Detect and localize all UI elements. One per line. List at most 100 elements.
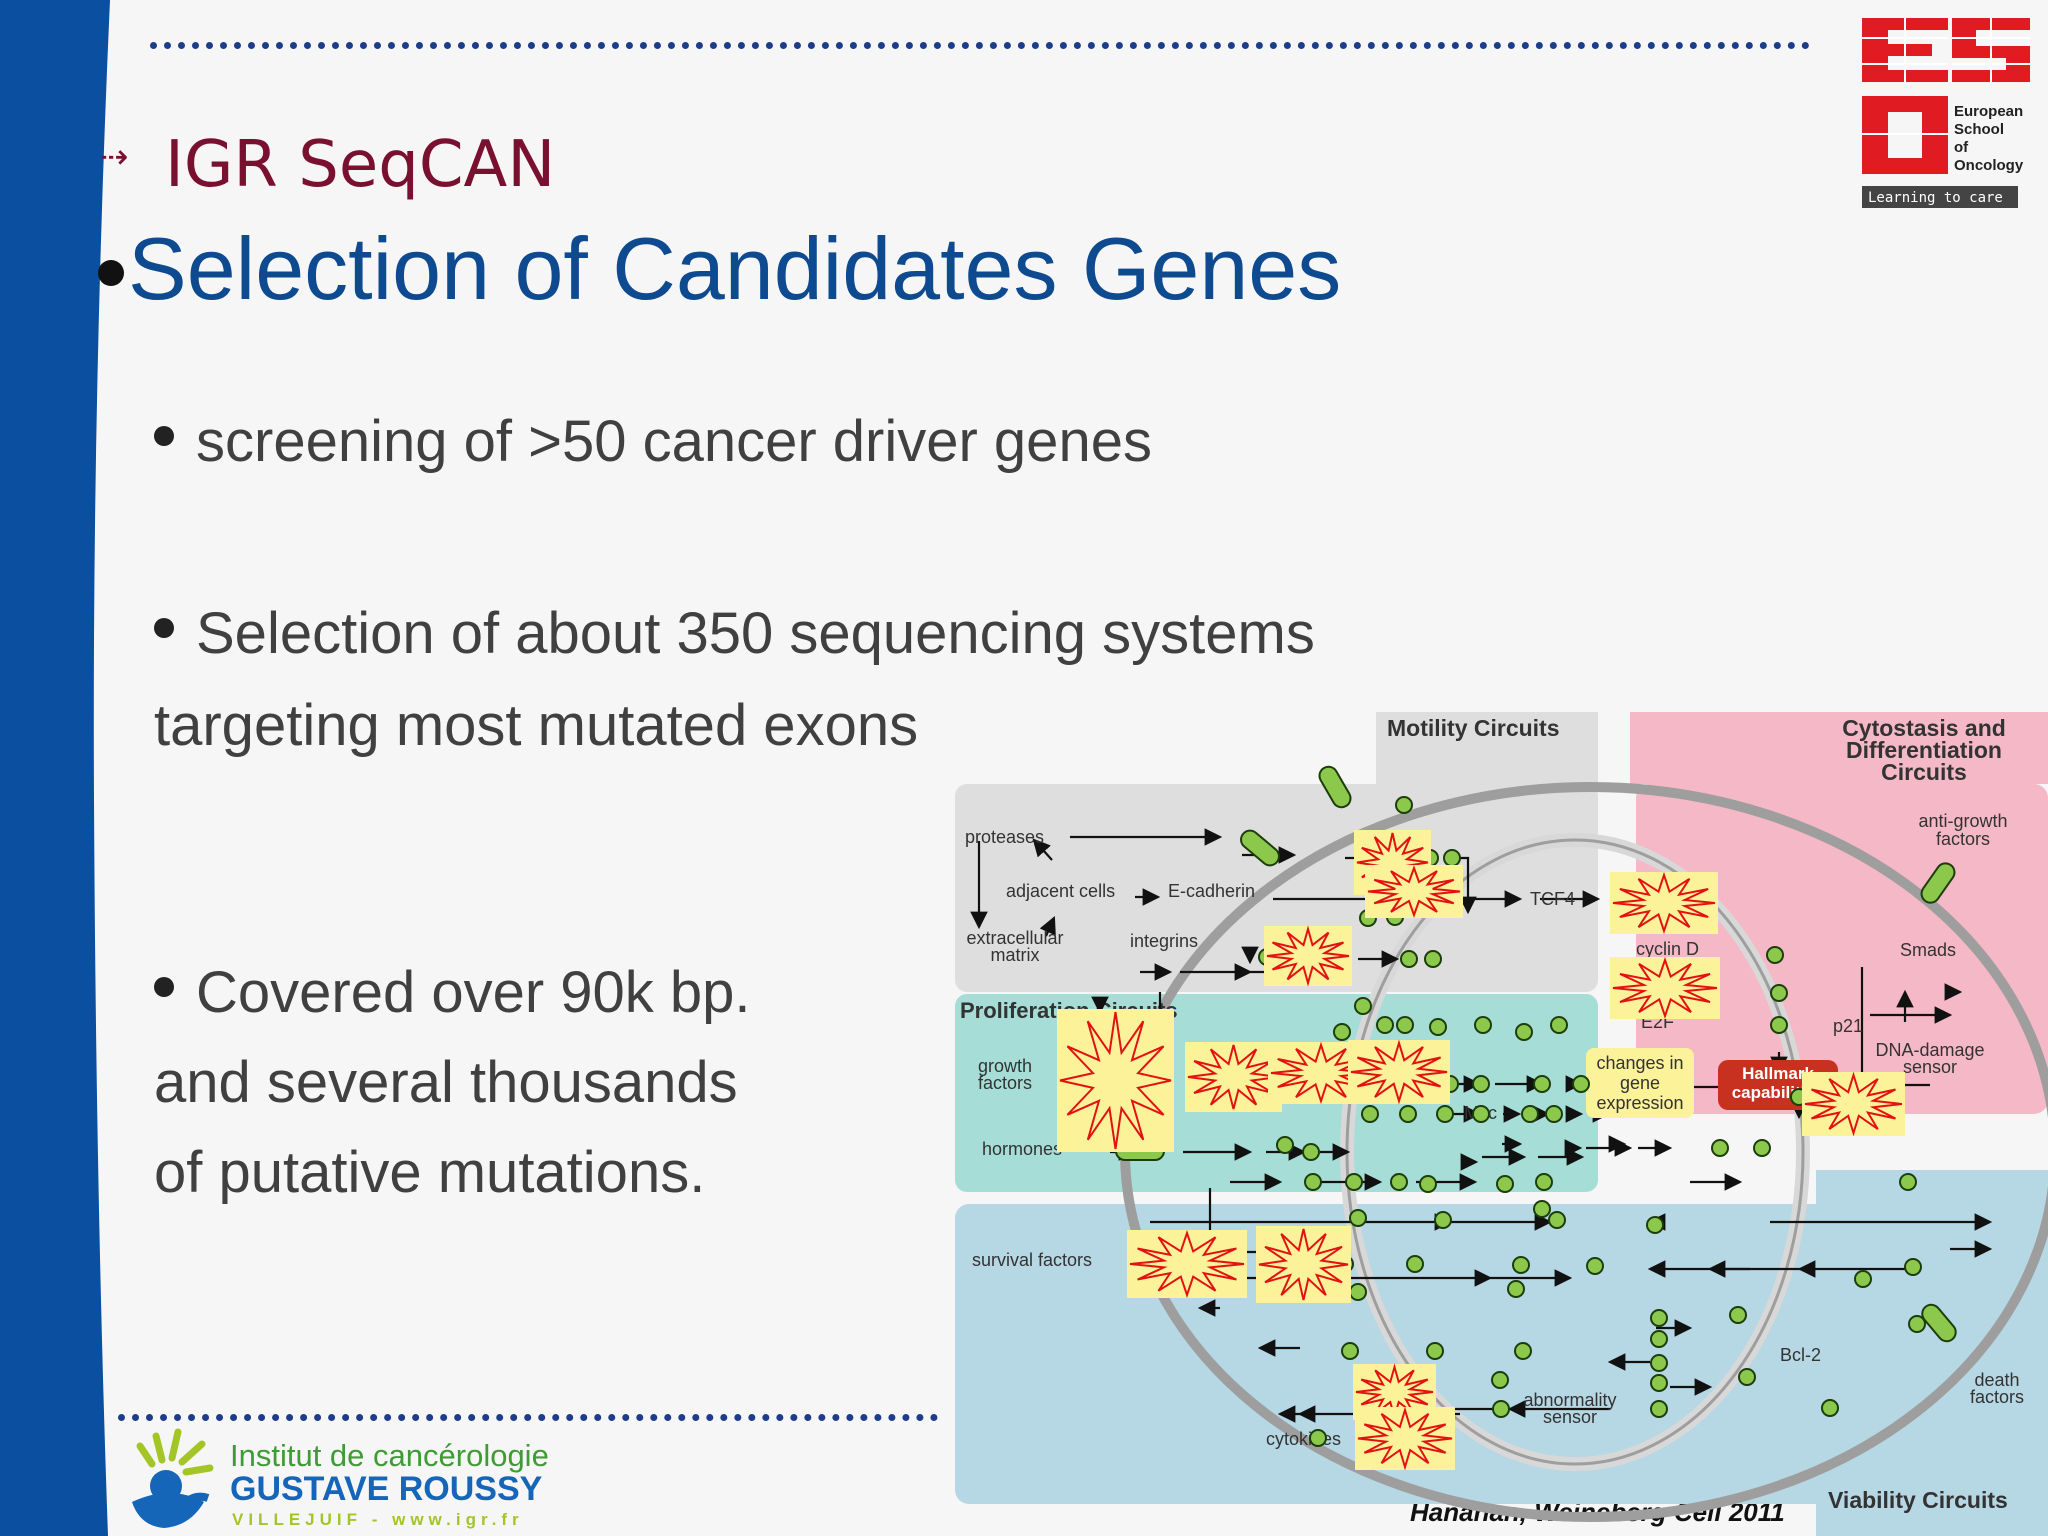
signal-node [1535, 1173, 1553, 1191]
signal-node [1899, 1173, 1917, 1191]
label-death-factors-box: death factors [1969, 1372, 2025, 1407]
signal-node [1738, 1368, 1756, 1386]
bullet-icon [154, 976, 174, 997]
cytostasis-header-box [1630, 712, 2048, 784]
mutation-highlight [1264, 926, 1352, 986]
label-hormones: hormones [982, 1139, 1062, 1159]
subtitle-row: ⇢ IGR SeqCAN [100, 128, 555, 202]
mutation-burst-icon [1270, 1041, 1372, 1105]
label-e-cadherin: E-cadherin [1168, 881, 1255, 901]
mutation-burst-icon [1258, 1228, 1349, 1301]
eso-text-4: Oncology [1954, 157, 2024, 174]
gene-expression-label-box: changes in gene expression [1596, 1053, 1684, 1113]
signal-node [1400, 950, 1418, 968]
signal-node [1309, 1429, 1327, 1447]
mutation-burst-icon [1129, 1229, 1245, 1299]
signal-node [1426, 1342, 1444, 1360]
label-cyclin-d: cyclin D [1636, 939, 1699, 959]
signal-node [1533, 1075, 1551, 1093]
bullet-3-line-1: Covered over 90k bp. [196, 960, 751, 1025]
signal-node [1491, 1371, 1509, 1389]
label-smads: Smads [1900, 940, 1956, 960]
signal-node [1533, 1200, 1551, 1218]
signal-node [1514, 1342, 1532, 1360]
label-death-factors: death factors [1969, 1372, 2025, 1407]
anti-growth-receptor-icon [1920, 862, 1956, 904]
label-survival-factors: survival factors [972, 1250, 1092, 1270]
signal-node [1711, 1139, 1729, 1157]
label-growth-factors-box: growth factors [978, 1058, 1033, 1093]
label-p21: p21 [1833, 1016, 1863, 1036]
signal-node [1650, 1400, 1668, 1418]
signal-nodes [1258, 796, 1926, 1447]
mutation-burst-icon [1059, 1011, 1172, 1150]
signal-node [1512, 1256, 1530, 1274]
label-abnormality-sensor: abnormality sensor [1523, 1392, 1617, 1427]
signal-node [1908, 1315, 1926, 1333]
bullet-1: screening of >50 cancer driver genes [154, 408, 1152, 475]
bullet-icon [154, 425, 174, 446]
diagram-labels: proteases adjacent cells E-cadherin extr… [965, 812, 2025, 1449]
mutation-bursts [1057, 830, 1905, 1471]
label-dna-damage-box: DNA-damage sensor [1875, 1042, 1985, 1077]
label-abnormality-box: abnormality sensor [1523, 1392, 1617, 1427]
motility-header-box [1376, 712, 1598, 784]
label-anti-growth-factors: anti-growth factors [1918, 812, 2008, 849]
mutation-highlight [1365, 865, 1463, 918]
signal-node [1729, 1306, 1747, 1324]
signal-node [1436, 1105, 1454, 1123]
signal-node [1496, 1175, 1514, 1193]
mutation-highlight [1348, 1040, 1450, 1104]
signal-node [1650, 1374, 1668, 1392]
signal-node [1650, 1309, 1668, 1327]
slide-subtitle: IGR SeqCAN [164, 128, 556, 202]
signal-node [1548, 1211, 1566, 1229]
circuit-diagram: Motility Circuits Proliferation Circuits… [955, 712, 2048, 1536]
mutation-burst-icon [1612, 871, 1716, 935]
mutation-burst-icon [1266, 925, 1350, 987]
eso-tagline: Learning to care [1868, 190, 2003, 206]
label-changes-in-gene-expression: changes in gene expression [1596, 1053, 1684, 1113]
signal-node [1515, 1023, 1533, 1041]
signal-node [1650, 1330, 1668, 1348]
eso-text-3: of [1954, 139, 1969, 156]
signal-node [1302, 1143, 1320, 1161]
label-tcf4: TCF4 [1530, 889, 1575, 909]
signal-node [1361, 1105, 1379, 1123]
slide-title: Selection of Candidates Genes [128, 219, 1342, 318]
signal-node [1349, 1209, 1367, 1227]
viability-footer-box [1816, 1170, 2048, 1536]
mutation-highlight [1802, 1072, 1905, 1136]
motility-title: Motility Circuits [1387, 715, 1560, 741]
signal-node [1550, 1016, 1568, 1034]
signal-node [1304, 1173, 1322, 1191]
signal-node [1472, 1075, 1490, 1093]
gene-expression-box [1586, 1048, 1694, 1118]
label-dna-damage-sensor: DNA-damage sensor [1875, 1042, 1985, 1077]
signal-node [1424, 950, 1442, 968]
bullet-1-line-1: screening of >50 cancer driver genes [196, 409, 1152, 474]
bullet-2-line-1: Selection of about 350 sequencing system… [196, 601, 1315, 666]
label-proteases: proteases [965, 827, 1044, 847]
signal-node [1354, 997, 1372, 1015]
igr-text-2: GUSTAVE ROUSSY [230, 1470, 543, 1508]
motility-receptor-icon [1318, 765, 1352, 809]
signal-node [1646, 1216, 1664, 1234]
signal-node [1472, 1105, 1490, 1123]
signal-node [1854, 1270, 1872, 1288]
mutation-burst-icon [1367, 865, 1461, 918]
death-receptor-icon [1921, 1303, 1957, 1343]
label-adjacent-cells: adjacent cells [1006, 881, 1115, 901]
mutation-burst-icon [1187, 1044, 1280, 1110]
signal-node [1507, 1280, 1525, 1298]
signal-node [1770, 984, 1788, 1002]
mutation-highlight [1610, 957, 1720, 1019]
label-growth-factors: growth factors [978, 1058, 1033, 1093]
dotted-arrow-icon: ⇢ [100, 138, 129, 176]
cytostasis-title-text: Cytostasis and Differentiation Circuits [1842, 717, 2006, 785]
mutation-highlight [1610, 872, 1718, 934]
label-bcl2: Bcl-2 [1780, 1345, 1821, 1365]
mutation-burst-icon [1357, 1406, 1453, 1471]
signal-node [1429, 1018, 1447, 1036]
